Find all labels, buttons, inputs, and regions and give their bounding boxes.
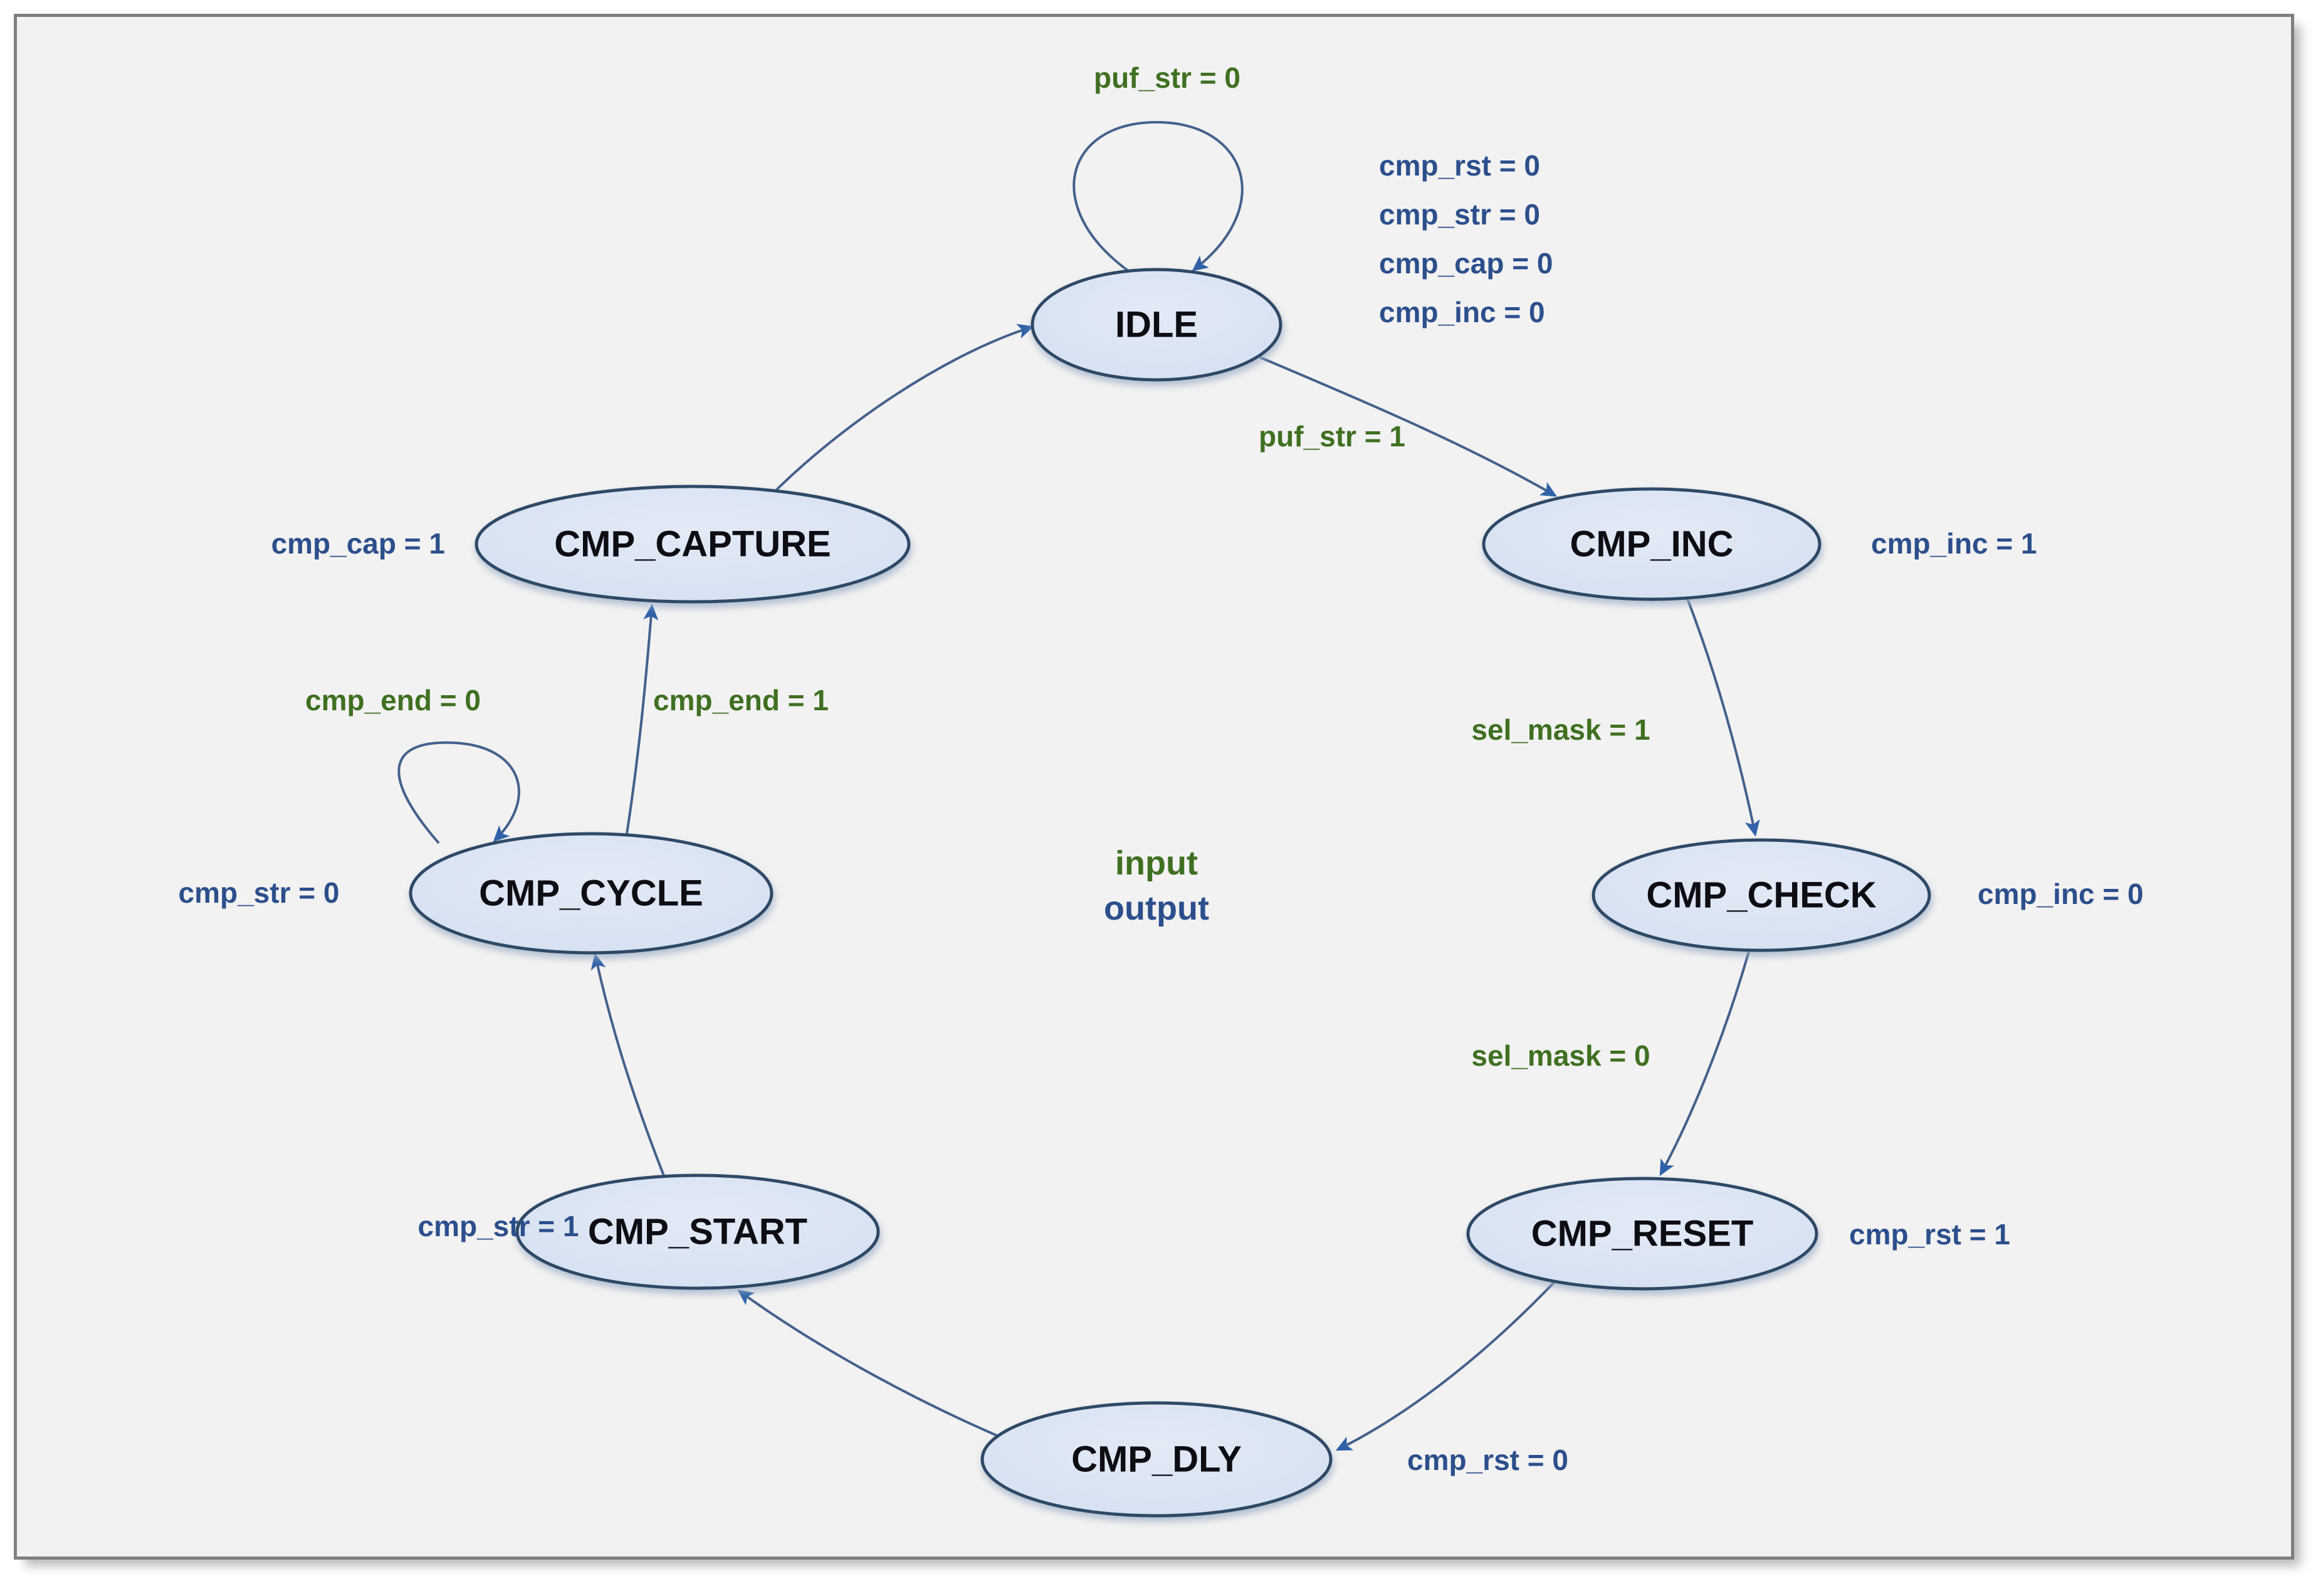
state-node-cmp_inc[interactable]: CMP_INC [1482,487,1822,601]
transition-label-cycle-self-out: cmp_str = 0 [179,876,340,909]
edge-cmp-reset-to-cmp-dly [1335,1281,1556,1451]
edge-cmp-capture-to-idle [770,323,1034,496]
output-label-capture-output-0: cmp_cap = 1 [271,527,445,560]
state-node-cmp_cycle[interactable]: CMP_CYCLE [409,832,773,955]
state-ellipse [1030,268,1282,382]
state-node-idle[interactable]: IDLE [1030,268,1282,382]
transition-label-inc-to-check: sel_mask = 1 [1471,713,1650,746]
state-ellipse [475,485,911,604]
transition-label-cycle-self: cmp_end = 0 [305,684,481,717]
state-ellipse [1466,1177,1818,1291]
state-label: IDLE [1115,305,1198,345]
transition-label-idle-to-inc: puf_str = 1 [1259,420,1405,453]
edge-cmp-start-to-cmp-cycle [590,953,666,1178]
transition-label-group: puf_str = 0 puf_str = 1 sel_mask = 1 sel_ma… [179,61,1650,1476]
edge-idle-self [1072,120,1244,272]
state-label: CMP_RESET [1531,1214,1754,1254]
state-label: CMP_START [588,1212,807,1252]
state-ellipse [980,1401,1333,1518]
edge-cmp-inc-to-cmp-check [1686,598,1760,837]
transition-label-check-to-reset: sel_mask = 0 [1471,1039,1650,1072]
transition-label-reset-to-dly: cmp_rst = 0 [1407,1444,1568,1476]
output-label-reset-output-0: cmp_rst = 1 [1849,1218,2010,1251]
output-label-idle-outputs-1: cmp_str = 0 [1379,198,1540,231]
state-ellipse [1482,487,1822,601]
state-label: CMP_CYCLE [479,873,703,914]
state-ellipse [409,832,773,955]
state-node-cmp_check[interactable]: CMP_CHECK [1591,838,1931,952]
legend-input-label: input [1115,844,1198,882]
transition-label-idle-self: puf_str = 0 [1094,61,1240,94]
output-label-idle-outputs-3: cmp_inc = 0 [1379,296,1545,328]
transition-edges [397,120,1760,1451]
edge-idle-to-cmp-inc [1259,356,1558,497]
state-label: CMP_CAPTURE [554,524,831,565]
transition-label-cycle-to-capture: cmp_end = 1 [653,684,829,717]
state-node-cmp_start[interactable]: CMP_START [515,1173,880,1290]
output-label-group: cmp_rst = 0 cmp_str = 0 cmp_cap = 0 cmp_inc… [271,149,2144,1251]
state-label: CMP_INC [1570,524,1733,565]
state-nodes: IDLE CMP_INC CMP_CHECK CMP_RESET CMP_DLY CMP_… [409,268,1931,1518]
edge-cmp-cycle-to-cmp-capture [626,604,659,834]
state-label: CMP_DLY [1071,1439,1242,1480]
state-node-cmp_dly[interactable]: CMP_DLY [980,1401,1333,1518]
edge-cmp-check-to-cmp-reset [1659,951,1750,1177]
output-label-inc-output-0: cmp_inc = 1 [1871,527,2037,560]
legend-output-label: output [1104,890,1209,927]
edge-cmp-cycle-self [397,741,520,844]
edge-cmp-dly-to-cmp-start [737,1289,1000,1438]
state-ellipse [1591,838,1931,952]
state-label: CMP_CHECK [1646,875,1876,916]
transition-label-dly-to-start: cmp_str = 1 [418,1210,579,1242]
output-label-idle-outputs-2: cmp_cap = 0 [1379,247,1553,280]
output-label-idle-outputs-0: cmp_rst = 0 [1379,149,1540,182]
output-label-check-output-0: cmp_inc = 0 [1978,878,2144,910]
legend: input output [1104,844,1209,927]
state-node-cmp_capture[interactable]: CMP_CAPTURE [475,485,911,604]
state-node-cmp_reset[interactable]: CMP_RESET [1466,1177,1818,1291]
state-ellipse [515,1173,880,1290]
